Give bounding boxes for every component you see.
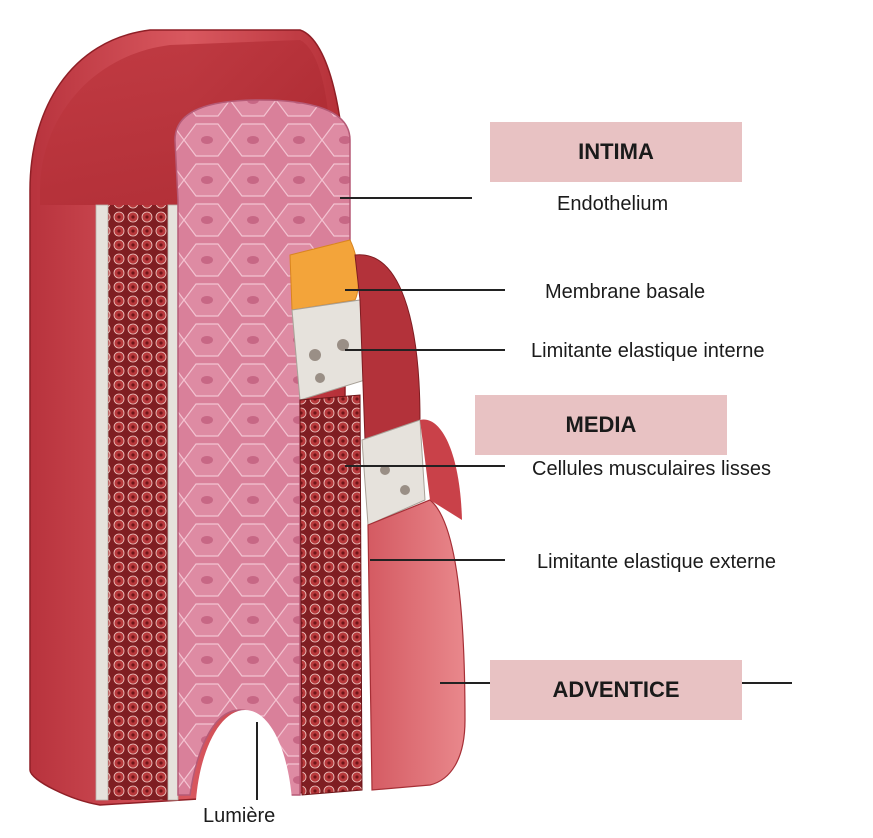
media-right-curved	[355, 255, 420, 440]
limitante-interne-label: Limitante elastique interne	[531, 340, 764, 363]
membrane-basale-label: Membrane basale	[545, 281, 705, 304]
media-section-box: MEDIA	[475, 395, 727, 455]
media-label: MEDIA	[566, 412, 637, 438]
endothelium-label: Endothelium	[557, 193, 668, 216]
lumiere-label: Lumière	[203, 805, 275, 828]
adventitia-right	[368, 500, 465, 790]
cellules-musculaires-label: Cellules musculaires lisses	[532, 458, 771, 481]
adventice-section-box: ADVENTICE	[490, 660, 742, 720]
intima-section-box: INTIMA	[490, 122, 742, 182]
intima-label: INTIMA	[578, 139, 654, 165]
media-left-band	[108, 205, 168, 800]
media-right-band	[300, 395, 362, 795]
elastic-lamina-left-outer	[96, 205, 108, 800]
elastic-lamina-left-inner	[168, 205, 178, 800]
limitante-externe-label: Limitante elastique externe	[537, 551, 776, 574]
adventice-label: ADVENTICE	[552, 677, 679, 703]
